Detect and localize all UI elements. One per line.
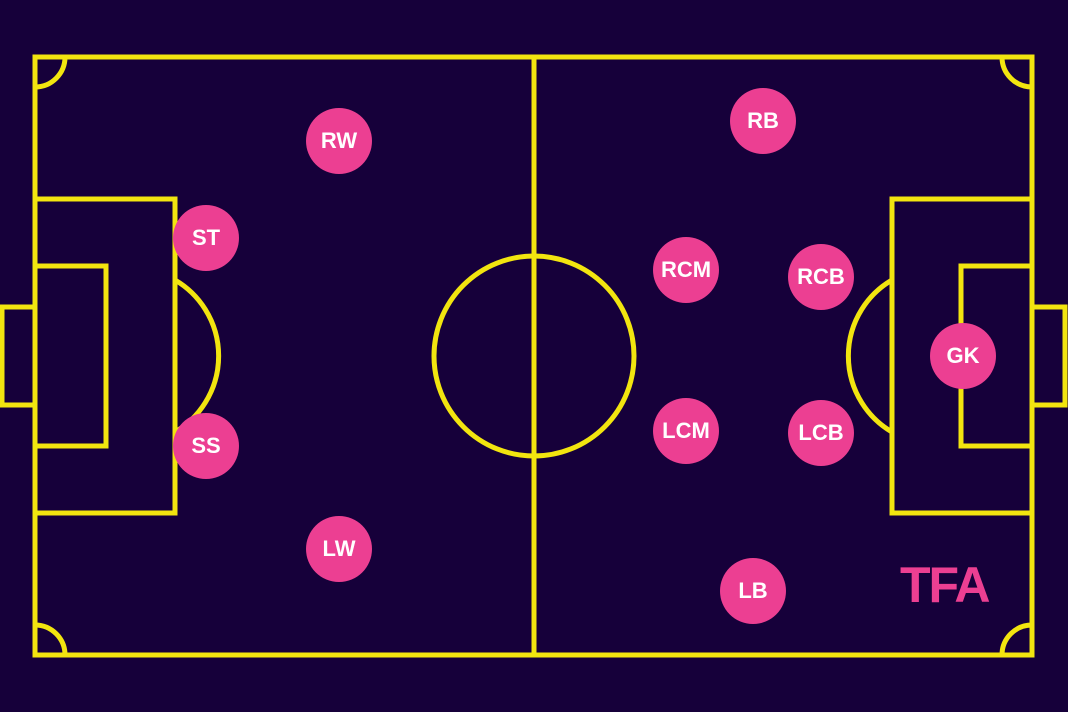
left-penalty-arc — [173, 277, 222, 435]
player-rcb: RCB — [788, 244, 854, 310]
player-ss: SS — [173, 413, 239, 479]
corner-arc-bottom-right — [999, 622, 1033, 656]
corner-arc-top-right — [999, 56, 1033, 90]
player-rcm: RCM — [653, 237, 719, 303]
tfa-logo: TFA — [900, 557, 990, 613]
right-penalty-arc — [845, 277, 894, 435]
player-rb: RB — [730, 88, 796, 154]
corner-arc-top-left — [34, 56, 68, 90]
player-lw: LW — [306, 516, 372, 582]
corner-arc-bottom-left — [34, 622, 68, 656]
player-lb: LB — [720, 558, 786, 624]
player-lcm: LCM — [653, 398, 719, 464]
right-goal — [1029, 304, 1068, 408]
center-circle — [431, 253, 637, 459]
player-gk: GK — [930, 323, 996, 389]
left-goal-area — [32, 263, 109, 449]
left-goal — [0, 304, 38, 408]
player-rw: RW — [306, 108, 372, 174]
player-st: ST — [173, 205, 239, 271]
player-lcb: LCB — [788, 400, 854, 466]
